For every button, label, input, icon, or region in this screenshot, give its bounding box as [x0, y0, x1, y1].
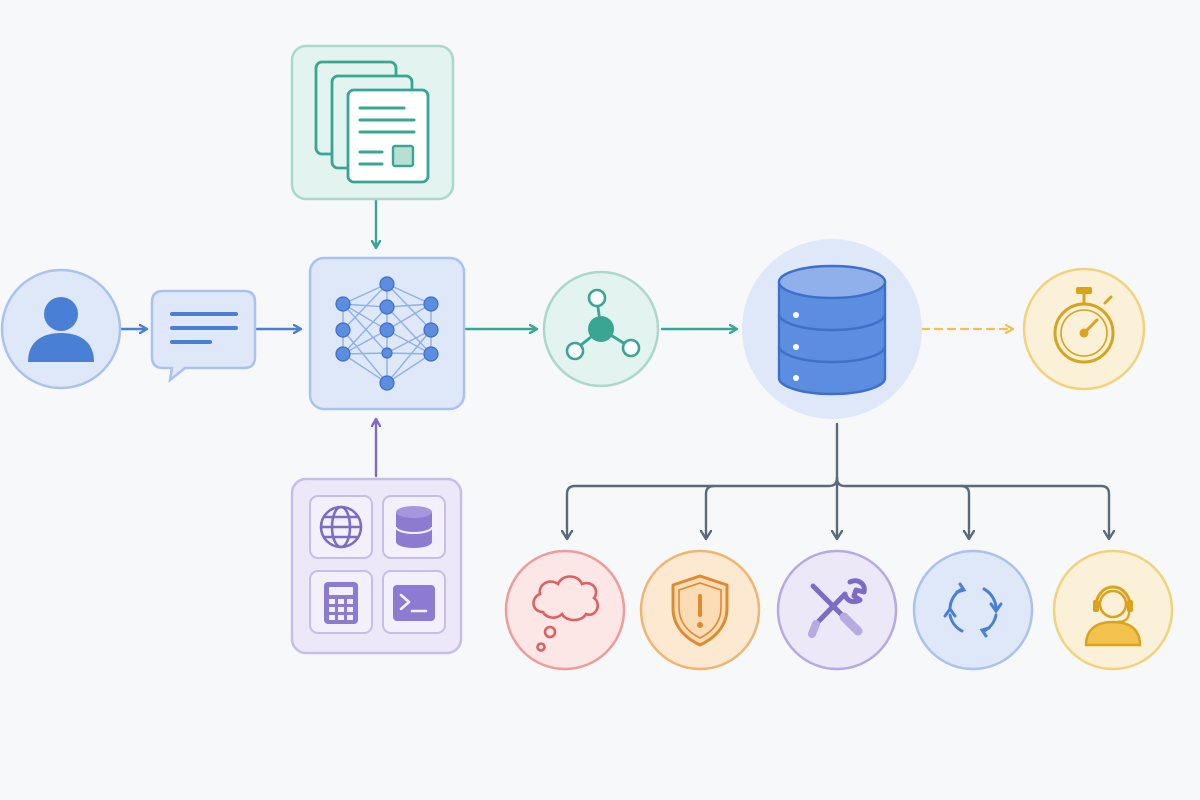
iteration-node[interactable] — [912, 549, 1034, 671]
headset-agent-icon — [1084, 585, 1142, 647]
documents-icon — [314, 60, 430, 184]
store-node[interactable] — [742, 239, 922, 419]
latency-node[interactable] — [1022, 267, 1146, 391]
graph-node-icon — [565, 288, 641, 361]
stopwatch-icon — [1053, 287, 1115, 364]
shield-alert-icon — [671, 574, 729, 647]
support-node[interactable] — [1052, 549, 1174, 671]
documents-node[interactable] — [290, 44, 455, 201]
edge-store-to-branches — [567, 422, 1109, 538]
database-icon — [395, 506, 433, 548]
edges — [118, 198, 1109, 538]
reasoning-node[interactable] — [504, 549, 626, 671]
chat-message-icon — [150, 289, 257, 384]
terminal-icon — [393, 585, 435, 621]
neural-network-icon — [335, 276, 439, 391]
refresh-cycle-icon — [943, 582, 1003, 638]
calculator-icon — [324, 582, 358, 624]
prompt-node[interactable] — [150, 289, 257, 384]
user-node[interactable] — [0, 268, 122, 390]
database-icon — [777, 264, 887, 396]
embedding-node[interactable] — [542, 270, 660, 388]
tooling-node[interactable] — [776, 549, 898, 671]
tools-node[interactable] — [290, 477, 463, 655]
model-node[interactable] — [308, 256, 466, 411]
globe-icon — [319, 505, 363, 549]
thought-bubble-icon — [532, 575, 599, 652]
user-icon — [28, 297, 94, 362]
safety-node[interactable] — [639, 549, 761, 671]
wrench-screwdriver-icon — [808, 578, 867, 638]
